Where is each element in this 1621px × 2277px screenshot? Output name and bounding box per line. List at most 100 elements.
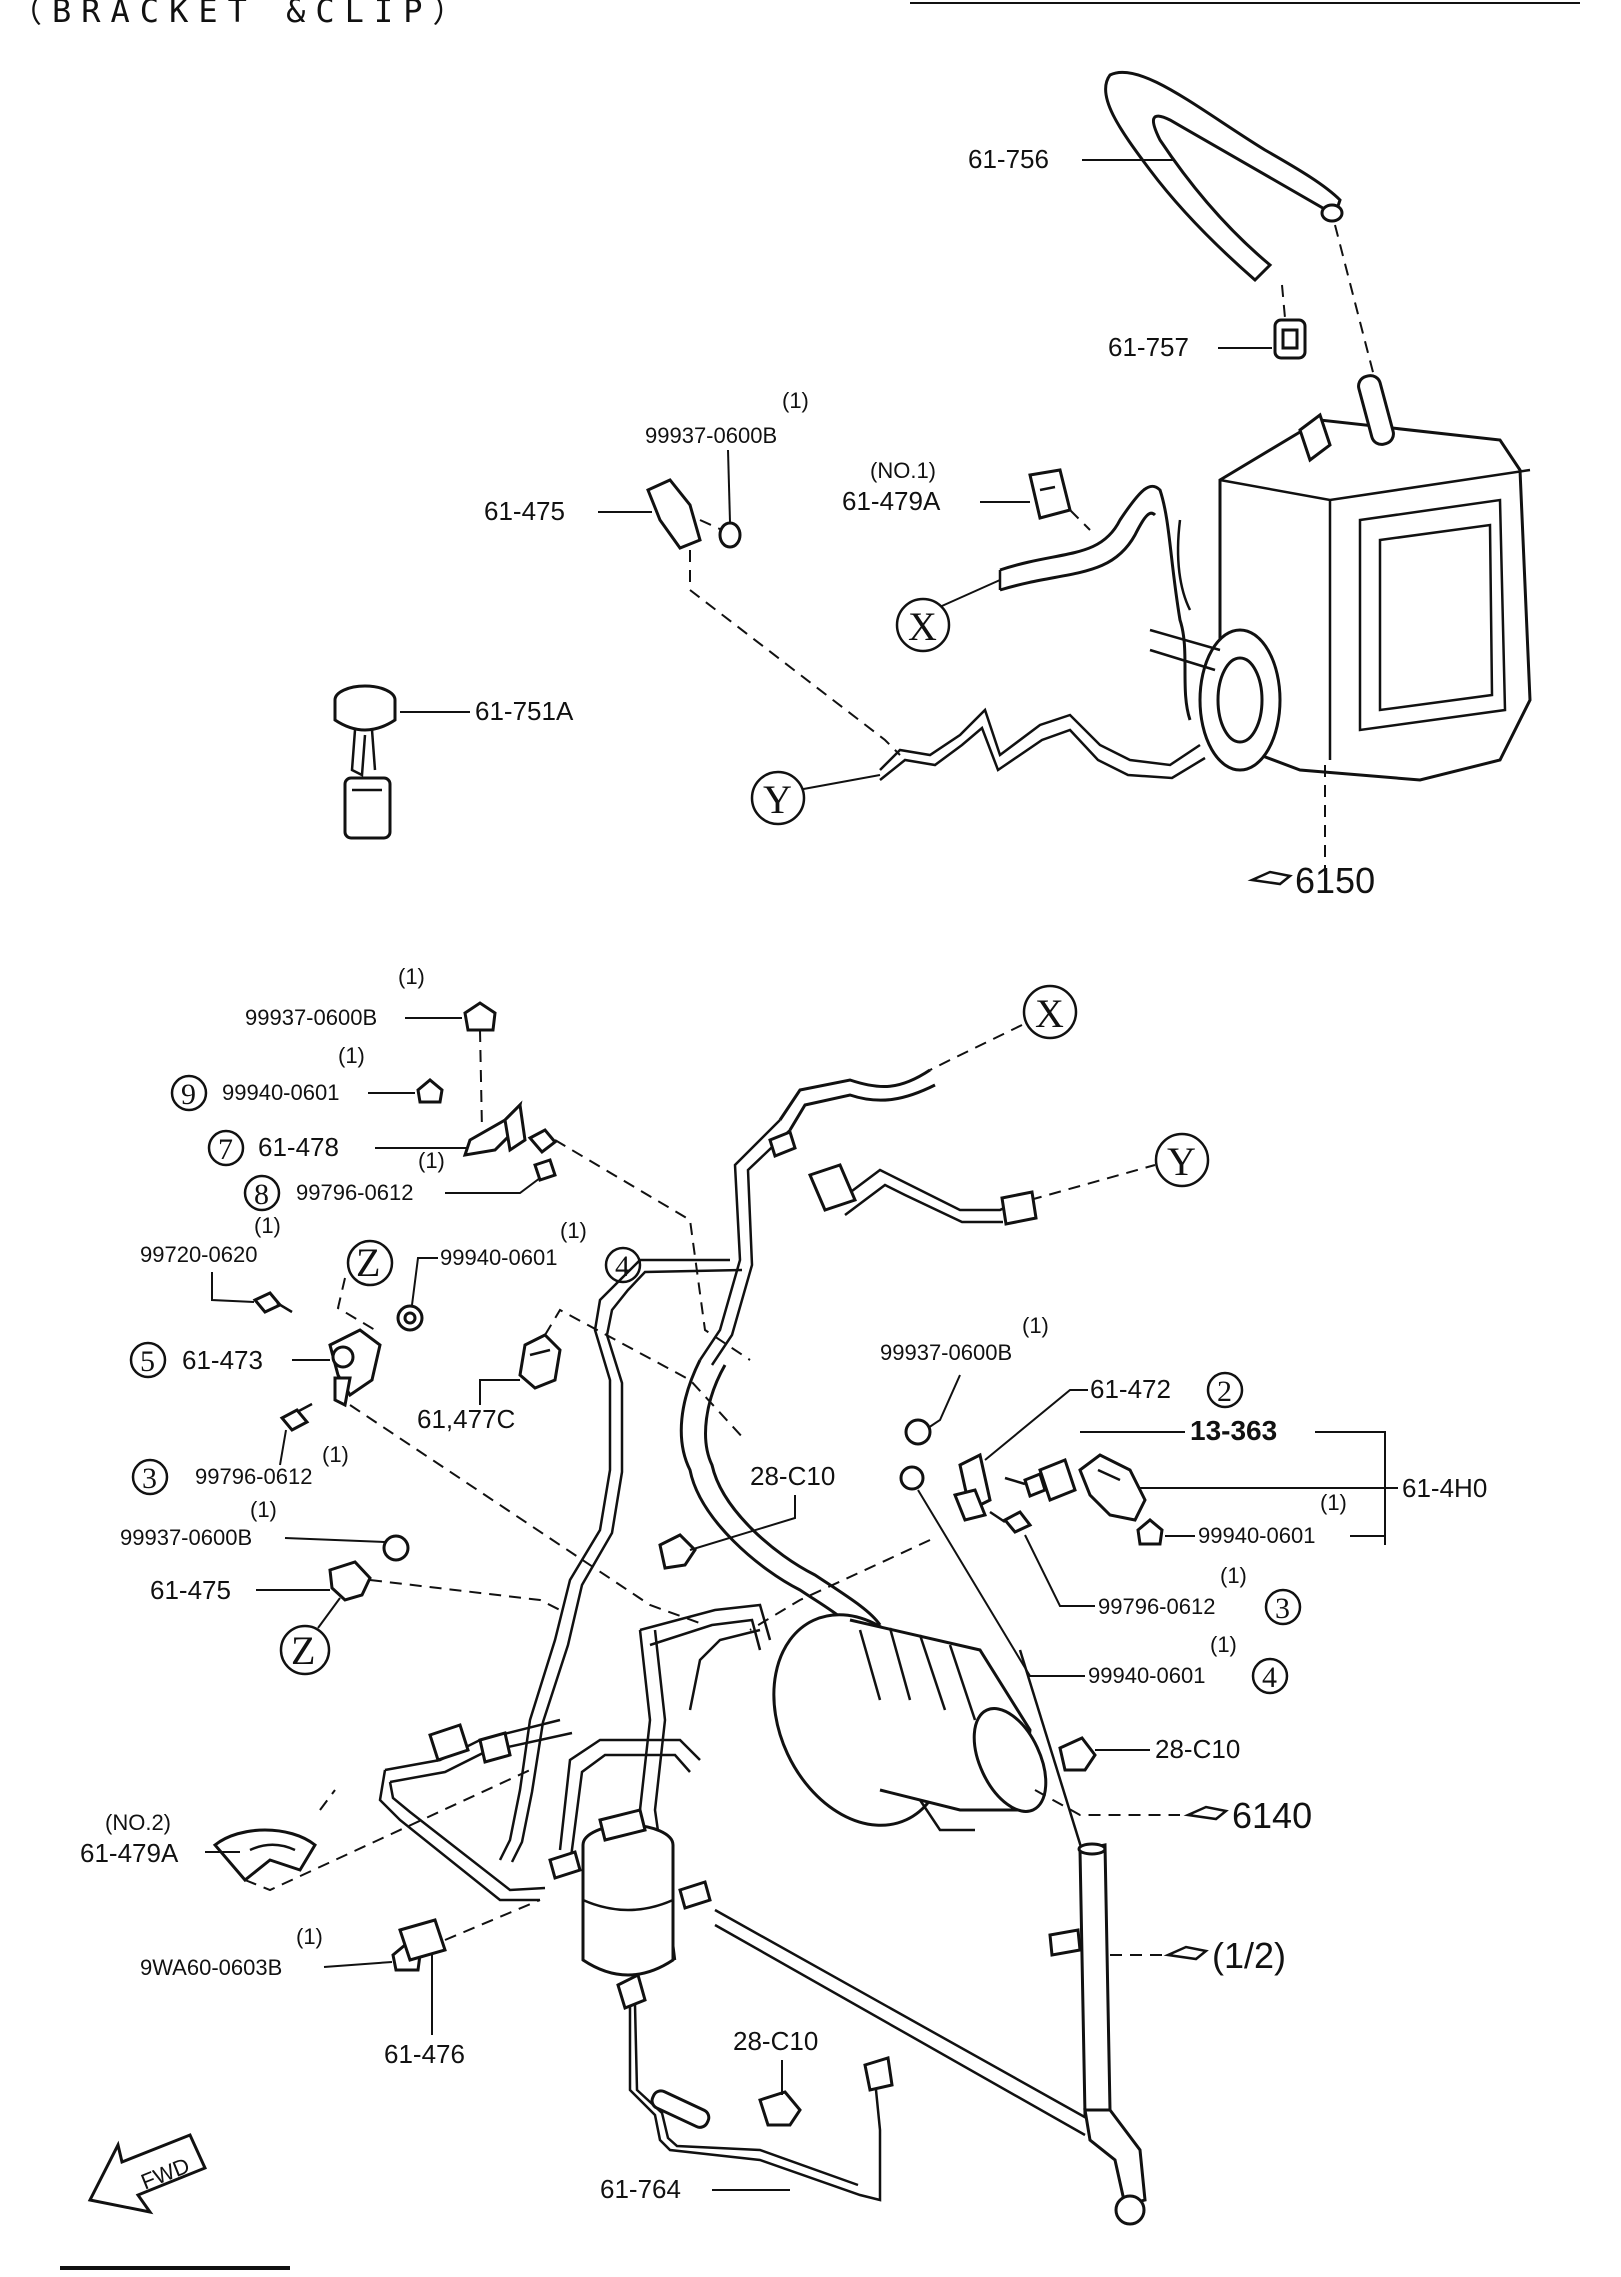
leader-61-477c: [479, 1379, 520, 1405]
circle-5-label: 5: [140, 1345, 155, 1378]
harness-61-764: [616, 1972, 894, 2202]
label-61-479a-no1-qualifier: (NO.1): [870, 458, 936, 483]
leader-99940-0601-b: [411, 1257, 438, 1306]
circle-3-a-label: 3: [142, 1462, 157, 1495]
qty-99937-0600b-top: (1): [782, 388, 809, 413]
marker-x-bottom: [1022, 984, 1078, 1040]
clip-28-c10-c: [758, 2090, 802, 2127]
marker-x-top-label: X: [908, 604, 937, 649]
bolt-99720-0620: [252, 1291, 293, 1314]
ref-6150: 6150: [1295, 860, 1375, 901]
guide-6140: [1034, 1789, 1180, 1816]
clip-61-757: [1273, 284, 1307, 360]
bracket-61-475-top: [646, 478, 901, 756]
leader-99796-0612-a: [445, 1177, 541, 1194]
qty-99940-0601-a: (1): [338, 1043, 365, 1068]
circle-2-label: 2: [1217, 1375, 1232, 1408]
label-99937-0600b-top: 99937-0600B: [645, 423, 777, 448]
label-28-c10-c: 28-C10: [733, 2026, 818, 2056]
hand-pointer-icon-half: [1163, 1945, 1209, 1961]
label-61-477c: 61,477C: [417, 1404, 515, 1434]
nut-99940-0601-c: [1136, 1518, 1164, 1546]
circle-3-b-label: 3: [1275, 1592, 1290, 1625]
label-61-472: 61-472: [1090, 1374, 1171, 1404]
marker-y-bottom-label: Y: [1167, 1139, 1196, 1184]
label-99937-0600b-a: 99937-0600B: [245, 1005, 377, 1030]
label-28-c10-a: 28-C10: [750, 1461, 835, 1491]
bracket-61-4h0: [1078, 1453, 1147, 1522]
nut-99940-0601-b: [396, 1304, 424, 1332]
condenser: [714, 1649, 1165, 2226]
circle-8-label: 8: [254, 1178, 269, 1211]
bolt-99796-0612-b: [279, 1402, 313, 1432]
circle-3-b: [1264, 1588, 1302, 1626]
ref-half: (1/2): [1212, 1935, 1286, 1976]
bolt-99796-0612-c: [989, 1510, 1033, 1534]
nut-99937-0600b-b: [382, 1534, 410, 1562]
qty-99796-0612-c: (1): [1220, 1563, 1247, 1588]
marker-z-b-label: Z: [291, 1628, 315, 1673]
label-28-c10-b: 28-C10: [1155, 1734, 1240, 1764]
marker-z-a-label: Z: [356, 1240, 380, 1285]
label-61-475-top: 61-475: [484, 496, 565, 526]
clip-28-c10-a: [658, 1533, 697, 1570]
label-99796-0612-b: 99796-0612: [195, 1464, 312, 1489]
leader-marker-z-b: [317, 1597, 341, 1629]
label-61-756: 61-756: [968, 144, 1049, 174]
label-61-476: 61-476: [384, 2039, 465, 2069]
marker-x-top: [895, 597, 951, 653]
circle-9-label: 9: [181, 1078, 196, 1111]
marker-y-bottom: [1154, 1132, 1210, 1188]
clip-28-c10-b: [1058, 1736, 1097, 1772]
label-61-475-bottom: 61-475: [150, 1575, 231, 1605]
label-61-757: 61-757: [1108, 332, 1189, 362]
label-13-363: 13-363: [1190, 1415, 1277, 1446]
switch-61-751a: [333, 684, 397, 840]
leader-99937-0600b-top: [727, 449, 731, 523]
label-99720-0620: 99720-0620: [140, 1242, 257, 1267]
hand-pointer-icon-6140: [1183, 1805, 1229, 1821]
leader-61-472: [984, 1389, 1088, 1461]
circle-4-b: [1251, 1657, 1289, 1695]
qty-99940-0601-c: (1): [1320, 1490, 1347, 1515]
qty-99796-0612-a: (1): [418, 1148, 445, 1173]
label-61-479a-no2-qualifier: (NO.2): [105, 1810, 171, 1835]
circle-5: [129, 1341, 167, 1379]
label-61-4h0: 61-4H0: [1402, 1473, 1487, 1503]
leader-99796-0612-b: [279, 1429, 287, 1466]
ref-6140: 6140: [1232, 1795, 1312, 1836]
circle-4-a: [604, 1246, 642, 1284]
clip-61-477c: [518, 1308, 746, 1441]
label-61-478: 61-478: [258, 1132, 339, 1162]
label-61-764: 61-764: [600, 2174, 681, 2204]
bracket-61-473: [328, 1328, 706, 1626]
nut-99937-0600b-a: [463, 1001, 497, 1131]
compressor: [772, 1613, 1048, 1832]
circle-3-a: [131, 1458, 169, 1496]
forward-arrow-icon: [87, 2133, 208, 2215]
label-99796-0612-c: 99796-0612: [1098, 1594, 1215, 1619]
bolt-99796-0612-a: [533, 1158, 557, 1182]
guide-757-to-case: [1334, 224, 1376, 381]
nut-99940-0601-a: [416, 1078, 444, 1104]
nut-99940-0601-d-part: [899, 1465, 925, 1491]
qty-99937-0600b-a: (1): [398, 964, 425, 989]
circle-9: [170, 1074, 208, 1112]
label-9wa60-0603b: 9WA60-0603B: [140, 1955, 282, 1980]
drain-hose-61-756: [1104, 70, 1344, 283]
leader-99937-0600b-b: [284, 1537, 386, 1543]
circle-4-b-label: 4: [1262, 1661, 1277, 1694]
marker-y-top: [750, 770, 806, 826]
label-61-479a-no2: 61-479A: [80, 1838, 179, 1868]
qty-99937-0600b-b: (1): [250, 1497, 277, 1522]
leader-99720-0620: [211, 1272, 255, 1303]
circle-2: [1206, 1371, 1244, 1409]
diagram-title: （BRACKET &CLIP）: [10, 0, 474, 30]
label-61-473: 61-473: [182, 1345, 263, 1375]
pipe-to-marker-y: [797, 707, 1206, 791]
label-99796-0612-a: 99796-0612: [296, 1180, 413, 1205]
pressure-switch-13-363: [1004, 1458, 1077, 1502]
qty-9wa60-0603b: (1): [296, 1924, 323, 1949]
receiver-drier: [548, 1808, 712, 1977]
